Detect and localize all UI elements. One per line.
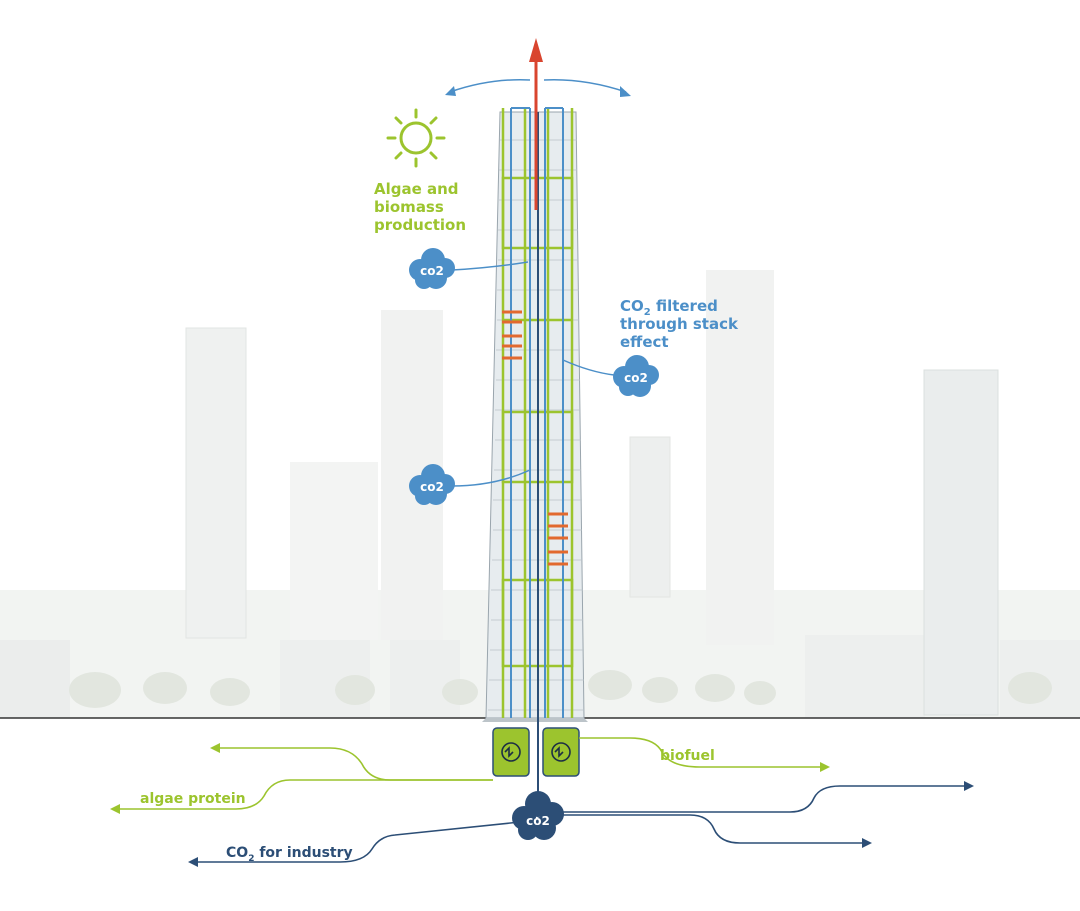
algae-label-line-3: production	[374, 216, 466, 234]
co2-industry-label: CO2 for industry	[226, 845, 353, 864]
algae-protein-flow-lower	[110, 779, 493, 814]
sun-icon	[386, 108, 446, 168]
bioreactor-right	[542, 727, 580, 777]
filtered-label: CO2 filtered through stack effect	[620, 297, 739, 351]
co2-cloud-label: co2	[624, 371, 648, 385]
co2-cloud-icon: co2	[409, 248, 455, 289]
algae-protein-flow-upper	[210, 743, 493, 781]
bioreactor-left	[492, 727, 530, 777]
co2-industry-flow	[188, 781, 974, 867]
co2-cloud-icon: co2	[409, 464, 455, 505]
co2-cloud-icon: co2	[512, 791, 564, 840]
heat-elements	[502, 310, 568, 566]
algae-label-line-2: biomass	[374, 198, 444, 216]
air-shafts	[510, 107, 564, 718]
algae-label-line-1: Algae and	[374, 180, 459, 198]
algae-protein-label: algae protein	[140, 791, 246, 807]
co2-cloud-label: co2	[420, 264, 444, 278]
filtered-label-line-2: through stack	[620, 315, 739, 333]
dispersion-arrows	[445, 79, 631, 97]
biofuel-flow	[579, 737, 830, 772]
co2-cloud-label: co2	[526, 814, 550, 828]
biofuel-label: biofuel	[660, 748, 715, 764]
filtered-label-line-1: CO2 filtered	[620, 297, 718, 318]
algae-frames	[501, 108, 574, 718]
co2-cloud-label: co2	[420, 480, 444, 494]
algae-label: Algae and biomass production	[374, 180, 466, 234]
arrow-up-icon	[529, 38, 543, 210]
recycle-icon	[501, 742, 521, 762]
main-tower	[482, 107, 588, 800]
filtered-label-line-3: effect	[620, 333, 669, 351]
co2-cloud-icon: co2	[613, 355, 659, 397]
recycle-icon	[551, 742, 571, 762]
